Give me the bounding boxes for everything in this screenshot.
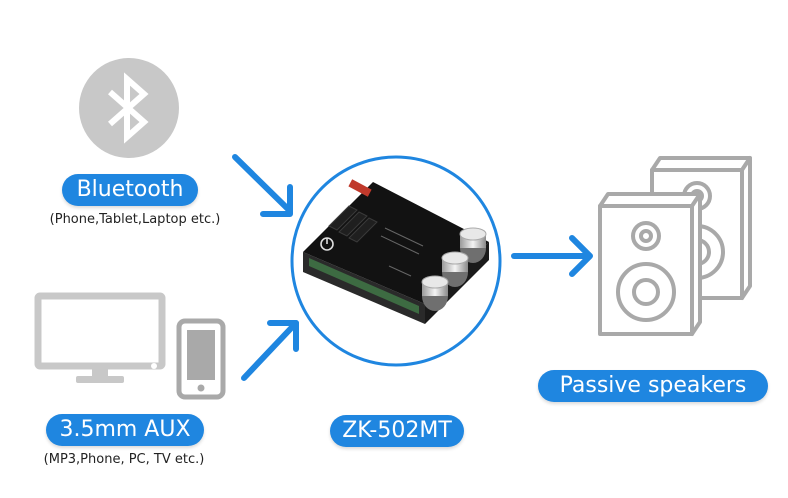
- aux-label: 3.5mm AUX: [46, 414, 204, 446]
- monitor-icon: [34, 292, 166, 383]
- phone-icon: [176, 318, 226, 400]
- speakers-label: Passive speakers: [538, 370, 768, 402]
- board-model-label: ZK-502MT: [330, 415, 464, 447]
- bluetooth-sources-text: (Phone,Tablet,Laptop etc.): [49, 212, 221, 227]
- speakers-icon: [598, 156, 752, 336]
- bluetooth-icon: [79, 58, 179, 158]
- aux-sources-text: (MP3,Phone, PC, TV etc.): [43, 452, 205, 467]
- amplifier-board-image: [290, 155, 502, 367]
- bluetooth-label: Bluetooth: [62, 174, 198, 206]
